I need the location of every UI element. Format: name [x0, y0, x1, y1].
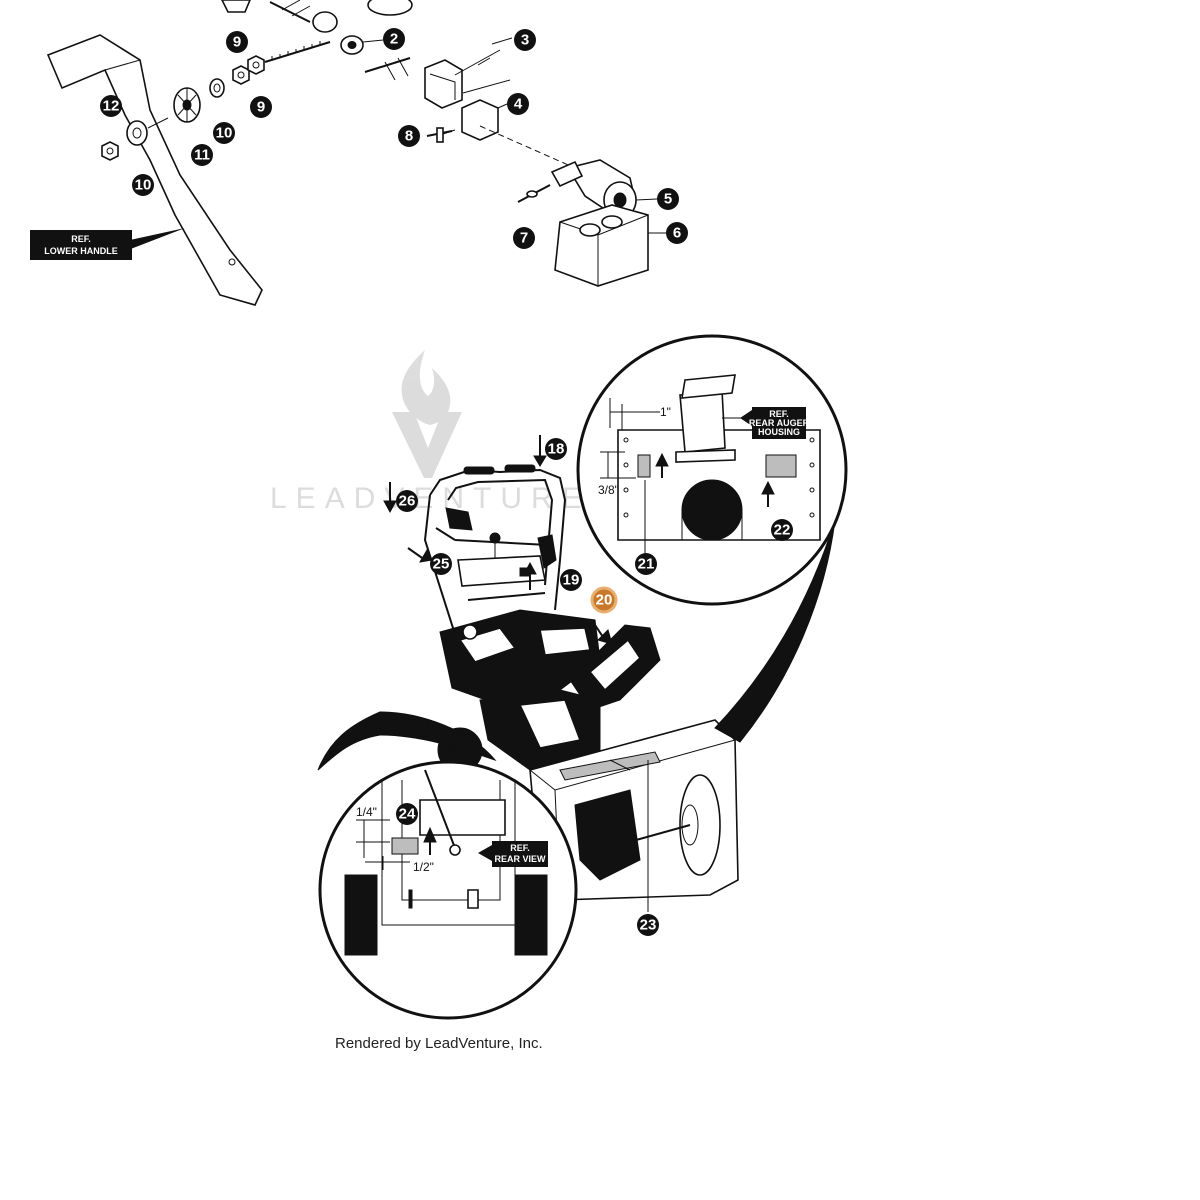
exploded-assembly [46, 0, 649, 306]
svg-text:12: 12 [103, 98, 120, 115]
callout-7[interactable]: 7 [513, 227, 535, 249]
callout-26[interactable]: 26 [396, 490, 418, 512]
svg-text:11: 11 [194, 147, 210, 164]
callout-4[interactable]: 4 [507, 93, 529, 115]
svg-text:9: 9 [233, 34, 241, 51]
leadventure-watermark: LEADVENTURE [270, 350, 591, 515]
detail-rear-auger-housing: 1" 3/8" REF. REAR AUGER HOUSING [576, 334, 848, 606]
svg-text:4: 4 [514, 96, 523, 113]
callout-23[interactable]: 23 [637, 914, 659, 936]
callout-20[interactable]: 20 [590, 586, 618, 614]
svg-text:8: 8 [405, 128, 413, 145]
svg-text:19: 19 [563, 572, 580, 589]
callout-22[interactable]: 22 [771, 519, 793, 541]
svg-text:REAR AUGER: REAR AUGER [749, 418, 810, 428]
svg-text:25: 25 [433, 556, 450, 573]
callout-10-upper[interactable]: 10 [213, 122, 235, 144]
callout-18[interactable]: 18 [545, 438, 567, 460]
callout-6[interactable]: 6 [666, 222, 688, 244]
decal-24 [391, 837, 419, 855]
svg-text:3: 3 [521, 32, 529, 49]
callout-5[interactable]: 5 [657, 188, 679, 210]
lower-handle [46, 34, 263, 306]
callout-12[interactable]: 12 [100, 95, 122, 117]
svg-text:10: 10 [135, 177, 152, 194]
block-6 [554, 204, 649, 287]
svg-text:26: 26 [399, 493, 416, 510]
ref-rear-auger-housing: REF. REAR AUGER HOUSING [740, 407, 810, 439]
svg-text:LOWER HANDLE: LOWER HANDLE [44, 246, 118, 256]
svg-text:REF.: REF. [510, 843, 530, 853]
decal-22 [765, 454, 797, 478]
dimension-3-8in: 3/8" [598, 483, 619, 497]
svg-text:6: 6 [673, 225, 681, 242]
ref-lower-handle: REF. LOWER HANDLE [30, 228, 185, 260]
svg-text:7: 7 [520, 230, 528, 247]
svg-text:18: 18 [548, 441, 565, 458]
svg-text:21: 21 [638, 556, 655, 573]
dimension-1-2in: 1/2" [413, 860, 434, 874]
callout-19[interactable]: 19 [560, 569, 582, 591]
svg-text:20: 20 [596, 592, 613, 609]
callout-2[interactable]: 2 [383, 28, 405, 50]
bracket-3 [424, 59, 463, 109]
svg-text:REF.: REF. [71, 234, 91, 244]
svg-text:2: 2 [390, 31, 398, 48]
svg-text:9: 9 [257, 99, 265, 116]
dimension-1-4in: 1/4" [356, 805, 377, 819]
detail-rear-view: 1/4" 1/2" REF. REAR VIEW [318, 760, 578, 1020]
detail-connector-left [317, 711, 497, 771]
watermark-text: LEADVENTURE [270, 482, 591, 515]
callout-9-upper[interactable]: 9 [226, 31, 248, 53]
render-credit: Rendered by LeadVenture, Inc. [335, 1035, 543, 1052]
svg-text:22: 22 [774, 522, 791, 539]
svg-text:5: 5 [664, 191, 672, 208]
decal-23 [559, 751, 661, 781]
svg-text:HOUSING: HOUSING [758, 427, 800, 437]
svg-text:REF.: REF. [769, 409, 789, 419]
callout-25[interactable]: 25 [430, 553, 452, 575]
callout-3[interactable]: 3 [514, 29, 536, 51]
svg-text:REAR VIEW: REAR VIEW [494, 854, 546, 864]
ref-rear-view: REF. REAR VIEW [478, 841, 548, 867]
callout-24[interactable]: 24 [396, 803, 418, 825]
v-logo-icon [392, 412, 462, 478]
svg-text:10: 10 [216, 125, 233, 142]
flame-logo-icon [401, 350, 451, 425]
snowblower-illustration [383, 435, 739, 912]
svg-text:24: 24 [399, 806, 416, 823]
dimension-1in: 1" [660, 405, 671, 419]
decal-21 [637, 454, 651, 478]
block-4 [461, 99, 499, 141]
callout-10-lower[interactable]: 10 [132, 174, 154, 196]
svg-text:23: 23 [640, 917, 657, 934]
callout-9-lower[interactable]: 9 [250, 96, 272, 118]
callout-21[interactable]: 21 [635, 553, 657, 575]
callout-11[interactable]: 11 [191, 144, 213, 166]
callout-8[interactable]: 8 [398, 125, 420, 147]
